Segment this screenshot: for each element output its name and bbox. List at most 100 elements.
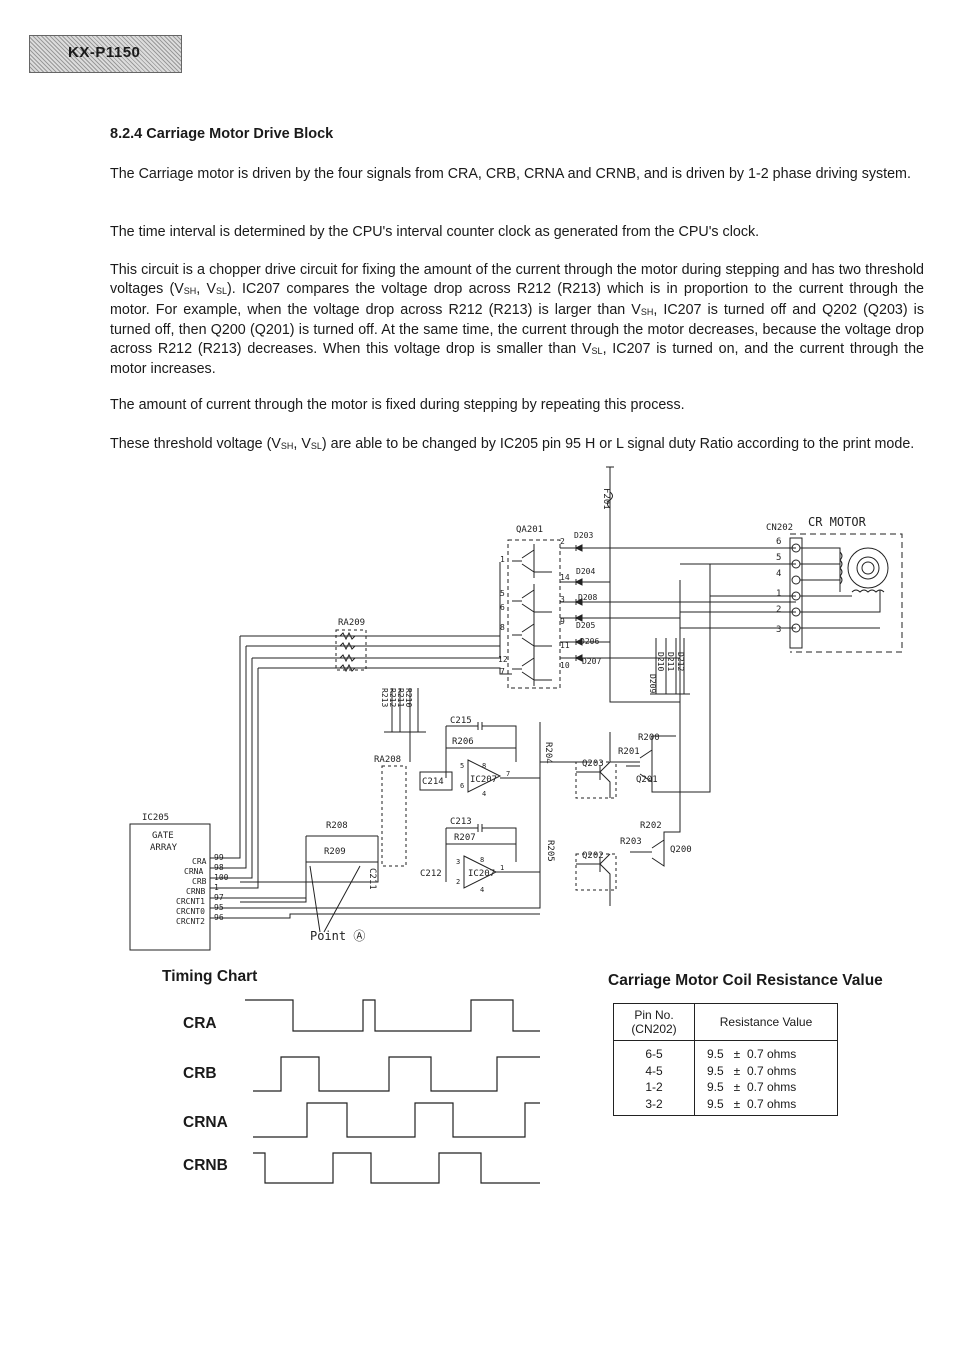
motor-coil-a <box>800 547 841 592</box>
svg-text:R210: R210 <box>404 688 413 707</box>
c214-box <box>419 771 453 791</box>
waveform-crb <box>253 1056 540 1092</box>
pin-header: Pin No.(CN202) <box>613 1003 695 1041</box>
q201-label: Q201 <box>636 775 658 785</box>
svg-text:5: 5 <box>500 589 505 598</box>
svg-text:CRB: CRB <box>192 877 207 886</box>
diode-bus <box>560 547 796 659</box>
svg-text:1: 1 <box>500 864 504 872</box>
array-pin-numbers: 2 1 14 5 6 3 8 9 11 12 7 10 <box>498 537 570 676</box>
svg-text:D205: D205 <box>576 621 595 630</box>
section-title: 8.2.4 Carriage Motor Drive Block <box>110 126 334 142</box>
svg-text:CRA: CRA <box>192 857 207 866</box>
svg-text:5: 5 <box>460 762 464 770</box>
q203-label: Q203 <box>582 759 604 769</box>
r201-label: R201 <box>618 747 640 757</box>
r204-label: R204 <box>543 742 553 764</box>
r207-label: R207 <box>454 833 476 843</box>
svg-text:CRNB: CRNB <box>186 887 205 896</box>
svg-text:6: 6 <box>776 537 781 547</box>
svg-text:6: 6 <box>500 603 505 612</box>
motor-label: CR MOTOR <box>808 515 867 529</box>
svg-text:12: 12 <box>498 655 508 664</box>
svg-text:2: 2 <box>776 605 781 615</box>
c212-label: C212 <box>420 869 442 879</box>
motor-coil-b <box>800 590 881 629</box>
connector-pins <box>791 543 801 633</box>
svg-text:3: 3 <box>776 625 781 635</box>
waveform-crna <box>253 1102 540 1138</box>
svg-text:8: 8 <box>500 623 505 632</box>
r209-label: R209 <box>324 847 346 857</box>
svg-text:8: 8 <box>480 856 484 864</box>
timing-waveforms <box>245 999 540 1184</box>
r208-label: R208 <box>326 821 348 831</box>
connector-pin-numbers: 6 5 4 1 2 3 <box>776 537 781 635</box>
paragraph-5: These threshold voltage (VSH, VSL) are a… <box>110 436 915 452</box>
q200-label: Q200 <box>670 845 692 855</box>
ic207-upper <box>467 759 502 793</box>
carriage-motor-schematic: CR MOTOR CN202 6 5 4 1 2 3 F201 QA201 2 … <box>129 466 903 951</box>
svg-text:2: 2 <box>560 537 565 546</box>
svg-text:4: 4 <box>482 790 486 798</box>
resistance-table: Pin No.(CN202) Resistance Value 6-5 4-5 … <box>613 1003 838 1116</box>
signal-crna: CRNA <box>183 1114 228 1131</box>
r200-label: R200 <box>638 733 660 743</box>
timing-title: Timing Chart <box>162 968 258 985</box>
svg-text:CRCNT1: CRCNT1 <box>176 897 205 906</box>
model-tag: KX-P1150 <box>29 35 182 73</box>
transistor-array-label: QA201 <box>516 525 543 535</box>
svg-text:10: 10 <box>560 661 570 670</box>
svg-text:3: 3 <box>456 858 460 866</box>
point-a-label: Point Ⓐ <box>310 929 365 943</box>
r203-label: R203 <box>620 837 642 847</box>
svg-text:3: 3 <box>560 595 565 604</box>
signal-crnb: CRNB <box>183 1157 228 1174</box>
ic205-box <box>129 823 211 951</box>
model-number: KX-P1150 <box>68 44 141 61</box>
motor-outline <box>790 533 903 653</box>
table-row-value: 9.5 ± 0.7 ohms <box>707 1063 797 1078</box>
svg-text:2: 2 <box>456 878 460 886</box>
svg-text:D204: D204 <box>576 567 595 576</box>
svg-text:D211: D211 <box>666 652 675 671</box>
svg-text:R213: R213 <box>380 688 389 707</box>
c211-label: C211 <box>367 868 377 890</box>
transistor-array-outline <box>507 539 561 689</box>
connector-label: CN202 <box>766 523 793 533</box>
sense-resistor-labels: R213 R212 R211 R210 <box>380 688 413 707</box>
resistance-table-title: Carriage Motor Coil Resistance Value <box>608 972 883 989</box>
table-row-value: 9.5 ± 0.7 ohms <box>707 1047 797 1061</box>
ic207-upper-label: IC207 <box>470 775 497 785</box>
waveform-cra <box>245 999 540 1032</box>
diode-labels: D203 D204 D208 D205 D206 D207 <box>574 531 601 666</box>
svg-text:11: 11 <box>560 641 570 650</box>
ra209-label: RA209 <box>338 618 365 628</box>
point-a-network <box>240 835 379 903</box>
svg-text:D208: D208 <box>578 593 597 602</box>
value-header: Resistance Value <box>694 1003 838 1041</box>
svg-text:6: 6 <box>460 782 464 790</box>
table-row-pin: 1-2 <box>645 1080 663 1094</box>
r205-label: R205 <box>545 840 555 862</box>
gate-signal-labels: CRA CRNA CRB CRNB CRCNT1 CRCNT0 CRCNT2 <box>176 857 207 926</box>
r202-label: R202 <box>640 821 662 831</box>
fuse-label: F201 <box>601 488 611 510</box>
ra209-lines <box>240 562 512 675</box>
r206-label: R206 <box>452 737 474 747</box>
signal-cra: CRA <box>183 1015 217 1032</box>
motor-rotor <box>847 547 889 589</box>
table-row-value: 9.5 ± 0.7 ohms <box>707 1096 797 1111</box>
paragraph-3: This circuit is a chopper drive circuit … <box>110 262 924 378</box>
paragraph-4: The amount of current through the motor … <box>110 397 685 413</box>
ic207-lower <box>463 855 498 889</box>
table-row-pin: 6-5 <box>645 1047 663 1061</box>
paragraph-2: The time interval is determined by the C… <box>110 224 760 240</box>
ic207-lower-label: IC207 <box>468 869 495 879</box>
svg-text:8: 8 <box>482 762 486 770</box>
signal-crb: CRB <box>183 1065 217 1082</box>
svg-text:D210: D210 <box>656 652 665 671</box>
svg-text:4: 4 <box>776 569 781 579</box>
svg-text:7: 7 <box>500 667 505 676</box>
table-row-value: 9.5 ± 0.7 ohms <box>707 1080 797 1094</box>
